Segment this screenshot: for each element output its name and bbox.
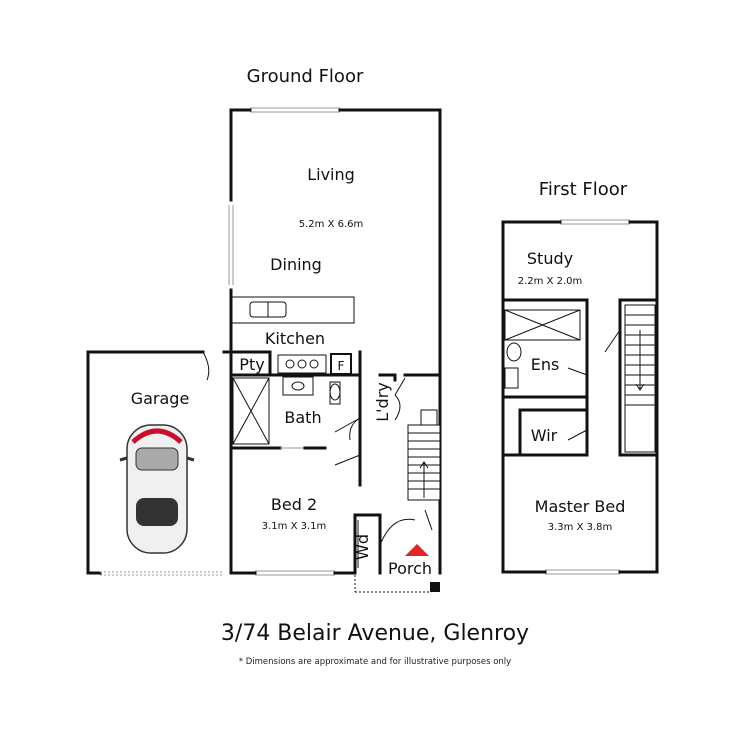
dim-study: 2.2m X 2.0m	[518, 276, 583, 287]
first-floor-title: First Floor	[539, 179, 628, 200]
room-master: Master Bed	[535, 497, 626, 516]
room-kitchen: Kitchen	[265, 329, 325, 348]
room-wardrobe: Wd	[353, 534, 372, 560]
room-living: Living	[307, 165, 355, 184]
disclaimer-note: * Dimensions are approximate and for ill…	[238, 657, 512, 667]
room-dining: Dining	[270, 255, 322, 274]
room-ensuite: Ens	[531, 355, 560, 374]
entry-marker-icon	[405, 544, 429, 556]
dim-master: 3.3m X 3.8m	[548, 522, 613, 533]
room-bath: Bath	[284, 408, 321, 427]
room-pantry: Pty	[239, 355, 264, 374]
ground-floor-plan	[86, 107, 442, 593]
ground-floor-title: Ground Floor	[247, 66, 364, 87]
room-laundry: L'dry	[373, 382, 392, 422]
first-floor-plan	[501, 219, 659, 575]
room-bed2: Bed 2	[271, 495, 317, 514]
room-garage: Garage	[131, 389, 190, 408]
fridge-label: F	[338, 359, 345, 373]
room-study: Study	[527, 249, 573, 268]
dim-living: 5.2m X 6.6m	[299, 219, 364, 230]
room-wir: Wir	[531, 426, 558, 445]
car-icon	[119, 424, 195, 554]
property-address: 3/74 Belair Avenue, Glenroy	[220, 621, 530, 646]
dim-bed2: 3.1m X 3.1m	[262, 521, 327, 532]
room-porch: Porch	[388, 559, 432, 578]
